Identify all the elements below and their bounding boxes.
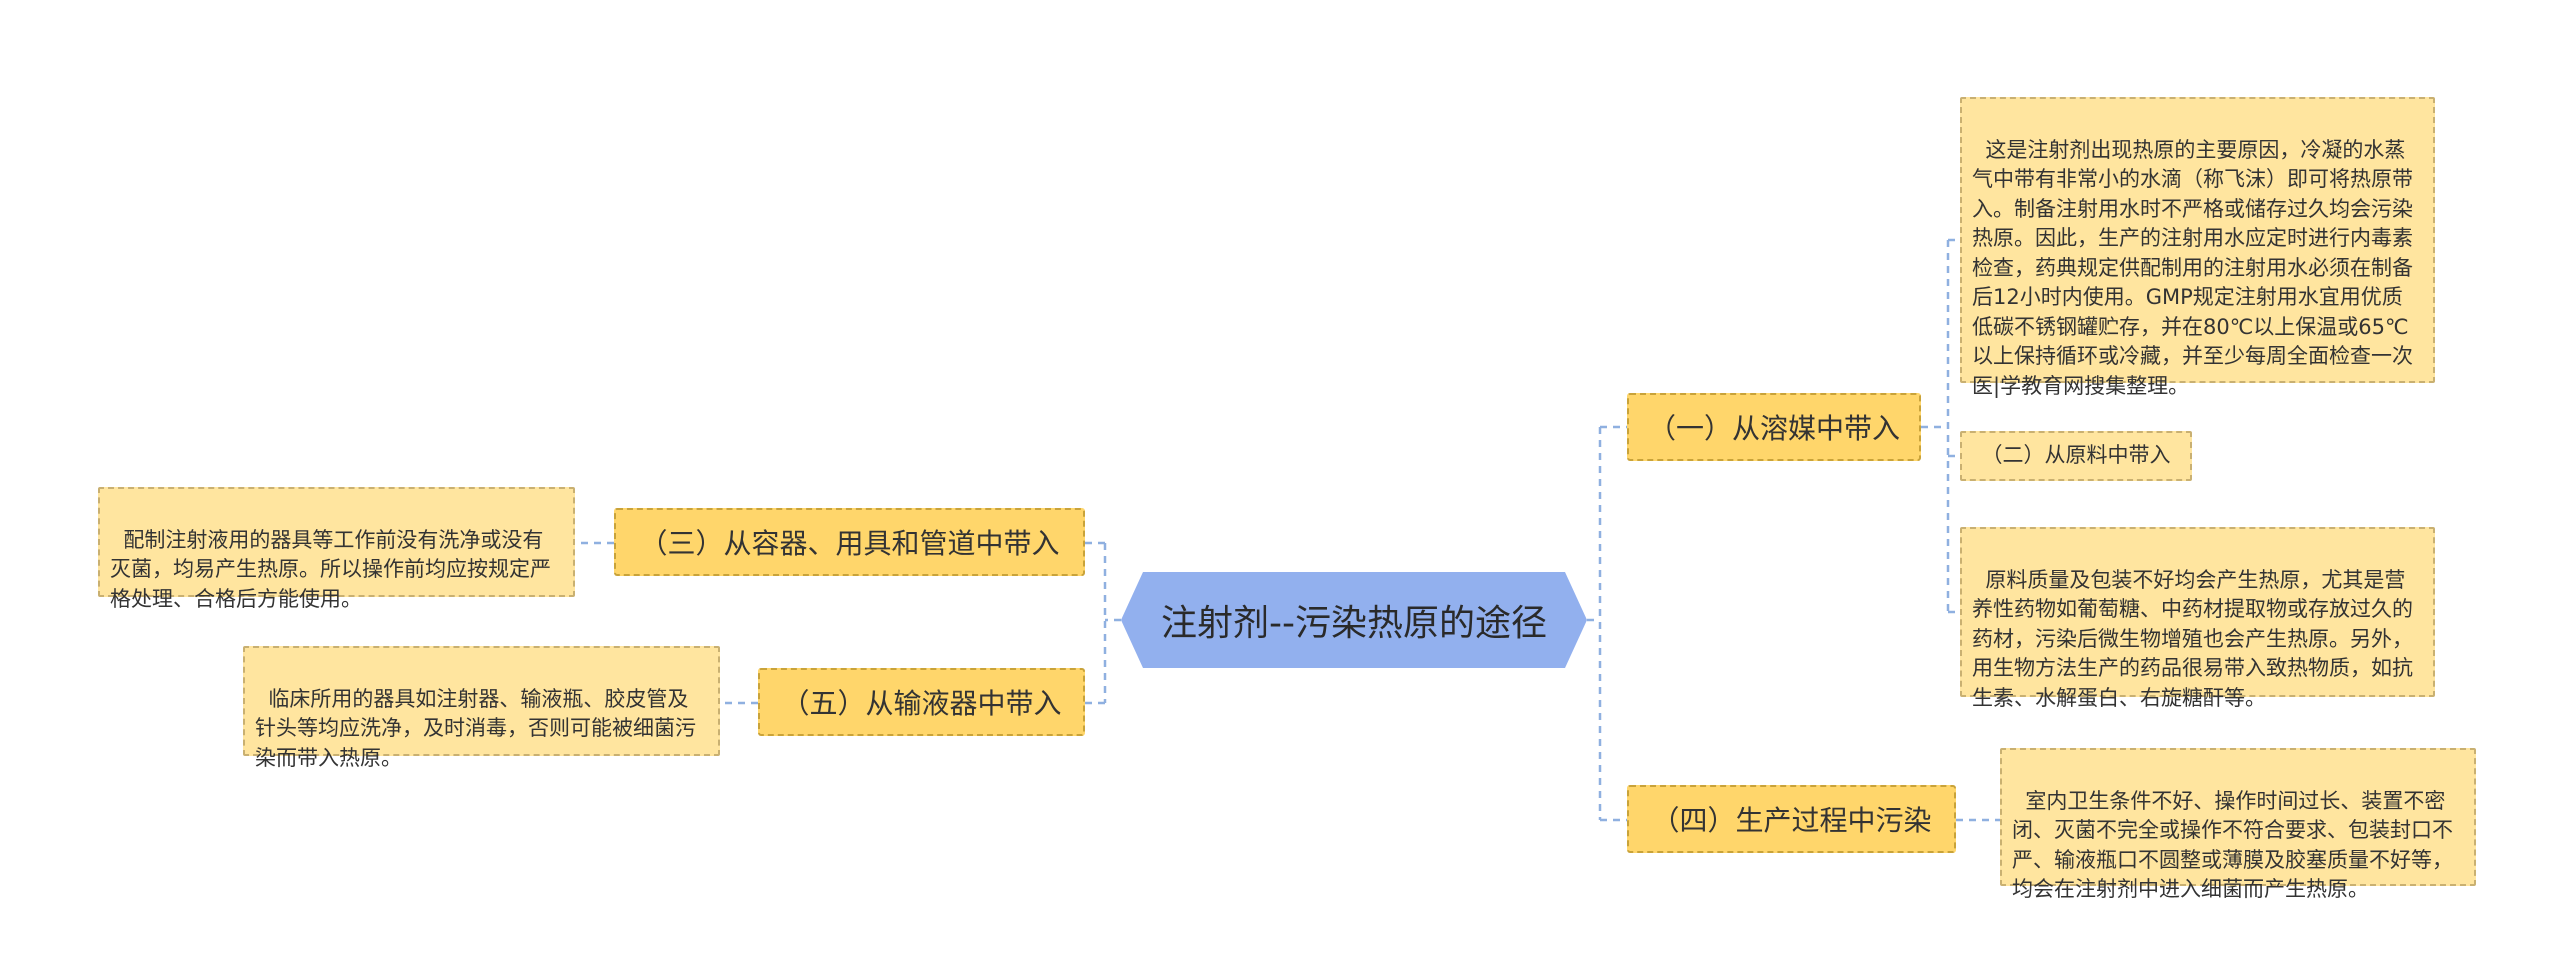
note-infusion-text: 临床所用的器具如注射器、输液瓶、胶皮管及针头等均应洗净，及时消毒，否则可能被细菌… <box>255 686 696 770</box>
note-raw-material-text: 原料质量及包装不好均会产生热原，尤其是营养性药物如葡萄糖、中药材提取物或存放过久… <box>1972 567 2413 710</box>
note-container-text: 配制注射液用的器具等工作前没有洗净或没有灭菌，均易产生热原。所以操作前均应按规定… <box>110 527 551 611</box>
root-topic[interactable]: 注射剂--污染热原的途径 <box>1121 572 1587 668</box>
branch-raw-material[interactable]: （二）从原料中带入 <box>1960 431 2192 481</box>
note-container: 配制注射液用的器具等工作前没有洗净或没有灭菌，均易产生热原。所以操作前均应按规定… <box>98 487 575 611</box>
branch-solvent[interactable]: （一）从溶媒中带入 <box>1627 393 1921 461</box>
branch-container[interactable]: （三）从容器、用具和管道中带入 <box>614 508 1085 576</box>
branch-infusion[interactable]: （五）从输液器中带入 <box>758 668 1085 736</box>
note-solvent-text: 这是注射剂出现热原的主要原因，冷凝的水蒸气中带有非常小的水滴（称飞沫）即可将热原… <box>1972 137 2413 398</box>
note-production-text: 室内卫生条件不好、操作时间过长、装置不密闭、灭菌不完全或操作不符合要求、包装封口… <box>2012 788 2453 902</box>
branch-raw-material-label: （二）从原料中带入 <box>1981 443 2171 468</box>
note-production: 室内卫生条件不好、操作时间过长、装置不密闭、灭菌不完全或操作不符合要求、包装封口… <box>2000 748 2476 901</box>
branch-solvent-label: （一）从溶媒中带入 <box>1647 412 1900 445</box>
branch-infusion-label: （五）从输液器中带入 <box>781 687 1062 720</box>
note-infusion: 临床所用的器具如注射器、输液瓶、胶皮管及针头等均应洗净，及时消毒，否则可能被细菌… <box>243 646 720 770</box>
note-solvent: 这是注射剂出现热原的主要原因，冷凝的水蒸气中带有非常小的水滴（称飞沫）即可将热原… <box>1960 97 2435 398</box>
branch-production[interactable]: （四）生产过程中污染 <box>1627 785 1956 853</box>
branch-container-label: （三）从容器、用具和管道中带入 <box>639 527 1060 560</box>
note-raw-material: 原料质量及包装不好均会产生热原，尤其是营养性药物如葡萄糖、中药材提取物或存放过久… <box>1960 527 2435 710</box>
root-title: 注射剂--污染热原的途径 <box>1161 603 1547 644</box>
branch-production-label: （四）生产过程中污染 <box>1651 804 1932 837</box>
